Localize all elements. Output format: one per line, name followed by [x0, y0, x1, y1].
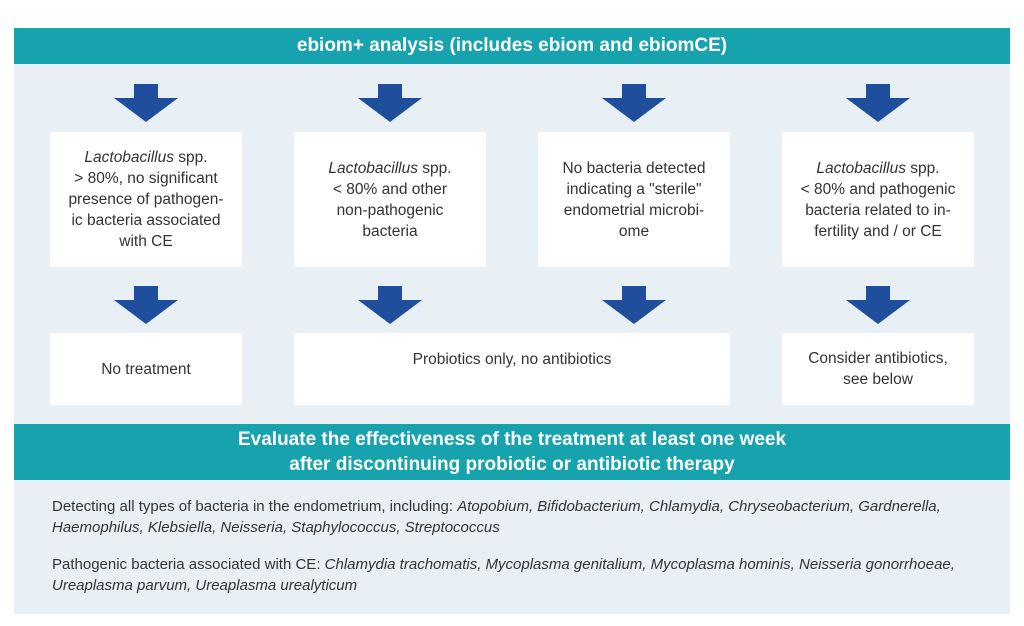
down-arrow-icon [358, 286, 422, 324]
treatment-box: Consider antibiotics, see below [782, 333, 974, 405]
detection-prefix: Detecting all types of bacteria in the e… [52, 498, 458, 515]
evaluate-banner: Evaluate the effectiveness of the treatm… [14, 424, 1010, 480]
down-arrow-icon [114, 286, 178, 324]
pathogenic-note: Pathogenic bacteria associated with CE: … [52, 554, 992, 596]
detection-list: Atopobium, Bifidobacterium, Chlamydia, C… [52, 498, 941, 536]
treatment-box: Probiotics only, no antibiotics [294, 333, 730, 405]
finding-text: spp. < 80% and pathogenic bacteria relat… [800, 159, 956, 240]
diagram-panel [14, 28, 1010, 614]
down-arrow-icon [846, 286, 910, 324]
down-arrow-icon [846, 84, 910, 122]
down-arrow-icon [114, 84, 178, 122]
treatment-box: No treatment [50, 333, 242, 405]
treatment-text: Probiotics only, no antibiotics [412, 351, 612, 368]
finding-box: Lactobacillus spp. < 80% and other non-p… [294, 132, 486, 267]
finding-box: Lactobacillus spp. > 80%, no significant… [50, 132, 242, 267]
down-arrow-icon [358, 84, 422, 122]
finding-text: spp. > 80%, no significant presence of p… [68, 149, 224, 250]
pathogenic-prefix: Pathogenic bacteria associated with CE: [52, 556, 325, 573]
evaluate-line-1: Evaluate the effectiveness of the treatm… [237, 429, 787, 450]
finding-text: No bacteria detected indicating a "steri… [562, 159, 706, 240]
down-arrow-icon [602, 286, 666, 324]
finding-box: No bacteria detected indicating a "steri… [538, 132, 730, 267]
finding-box: Lactobacillus spp. < 80% and pathogenic … [782, 132, 974, 267]
down-arrow-icon [602, 84, 666, 122]
finding-italic: Lactobacillus [84, 149, 174, 166]
finding-italic: Lactobacillus [816, 159, 906, 177]
finding-text: spp. < 80% and other non-pathogenic bact… [332, 159, 452, 240]
evaluate-line-2: after discontinuing probiotic or antibio… [289, 454, 735, 475]
treatment-text: No treatment [101, 360, 191, 378]
analysis-banner: ebiom+ analysis (includes ebiom and ebio… [14, 28, 1010, 64]
detection-note: Detecting all types of bacteria in the e… [52, 496, 992, 538]
pathogenic-list: Chlamydia trachomatis, Mycoplasma genita… [52, 556, 955, 594]
analysis-title: ebiom+ analysis (includes ebiom and ebio… [296, 35, 728, 56]
treatment-text: Consider antibiotics, see below [808, 350, 948, 388]
finding-italic: Lactobacillus [328, 159, 418, 177]
